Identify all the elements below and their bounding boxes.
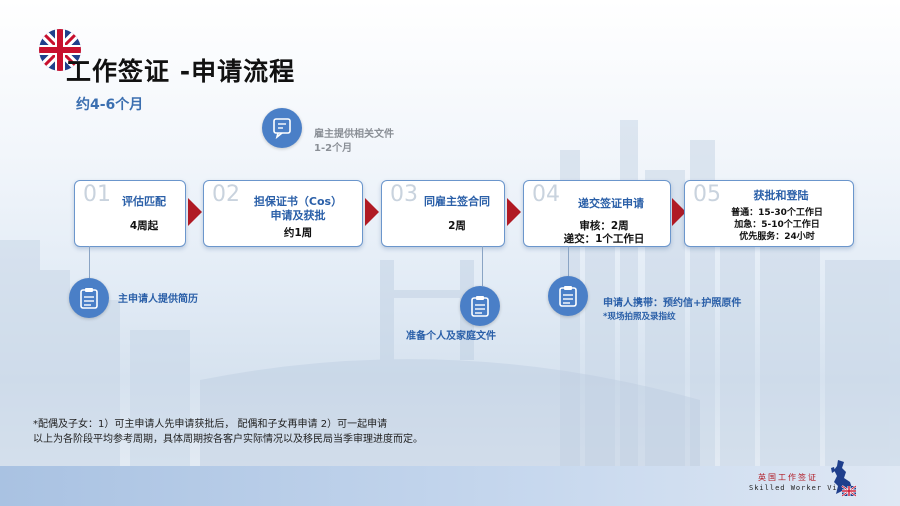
step-title: 获批和登陆 — [753, 189, 809, 202]
employer-docs-duration: 1-2个月 — [314, 143, 353, 154]
footer-title-cn: 英国工作签证 — [758, 473, 818, 482]
step-number: 02 — [212, 182, 240, 207]
step-2: 02 担保证书（Cos） 申请及获批 约1周 — [203, 180, 363, 247]
carry-docs-circle — [548, 276, 588, 316]
connector-line — [568, 246, 569, 276]
carry-docs-label: 申请人携带：预约信+护照原件 — [603, 298, 742, 309]
arrow-4-5 — [672, 198, 686, 226]
connector-line — [482, 246, 483, 286]
family-docs-label: 准备个人及家庭文件 — [406, 331, 496, 342]
resume-label: 主申请人提供简历 — [118, 294, 198, 305]
footer-title-en: Skilled Worker Visa — [749, 484, 849, 492]
step-detail: 约1周 — [283, 227, 313, 239]
step-detail: 优先服务：24小时 — [739, 232, 815, 242]
employer-docs-circle — [262, 108, 302, 148]
arrow-2-3 — [365, 198, 379, 226]
step-5: 05 获批和登陆 普通：15-30个工作日 加急：5-10个工作日 优先服务：2… — [684, 180, 854, 247]
uk-map-icon — [831, 460, 857, 497]
step-title: 评估匹配 — [122, 195, 166, 208]
clipboard-icon — [559, 286, 577, 307]
connector-line — [89, 246, 90, 278]
carry-docs-note: *现场拍照及录指纹 — [603, 312, 676, 322]
page-title: 工作签证 -申请流程 — [66, 57, 296, 86]
step-4: 04 递交签证申请 审核：2周 递交：1个工作日 — [523, 180, 671, 247]
page-subtitle: 约4-6个月 — [76, 97, 144, 113]
uk-flag-icon — [39, 29, 81, 71]
arrow-3-4 — [507, 198, 521, 226]
step-detail: 2周 — [448, 220, 466, 232]
step-title: 递交签证申请 — [578, 197, 644, 210]
step-number: 03 — [390, 182, 418, 207]
footer-bar — [0, 466, 900, 506]
arrow-1-2 — [188, 198, 202, 226]
step-number: 01 — [83, 182, 111, 207]
step-1: 01 评估匹配 4周起 — [74, 180, 186, 247]
step-detail: 普通：15-30个工作日 — [731, 208, 823, 218]
employer-docs-label: 雇主提供相关文件 — [314, 129, 394, 140]
step-detail: 加急：5-10个工作日 — [734, 220, 820, 230]
chat-document-icon — [273, 118, 291, 139]
step-3: 03 同雇主签合同 2周 — [381, 180, 505, 247]
step-detail: 审核：2周 — [579, 220, 629, 232]
step-title: 同雇主签合同 — [424, 195, 490, 208]
clipboard-icon — [80, 288, 98, 309]
resume-circle — [69, 278, 109, 318]
step-number: 05 — [693, 182, 721, 207]
note-line-2: 以上为各阶段平均参考周期，具体周期按各客户实际情况以及移民局当季审理进度而定。 — [33, 434, 423, 445]
step-detail: 递交：1个工作日 — [563, 233, 645, 245]
clipboard-icon — [471, 296, 489, 317]
step-number: 04 — [532, 182, 560, 207]
step-title: 担保证书（Cos） 申请及获批 — [253, 195, 343, 222]
step-detail: 4周起 — [129, 220, 159, 232]
family-docs-circle — [460, 286, 500, 326]
note-line-1: *配偶及子女：1）可主申请人先申请获批后， 配偶和子女再申请 2）可一起申请 — [33, 419, 388, 430]
